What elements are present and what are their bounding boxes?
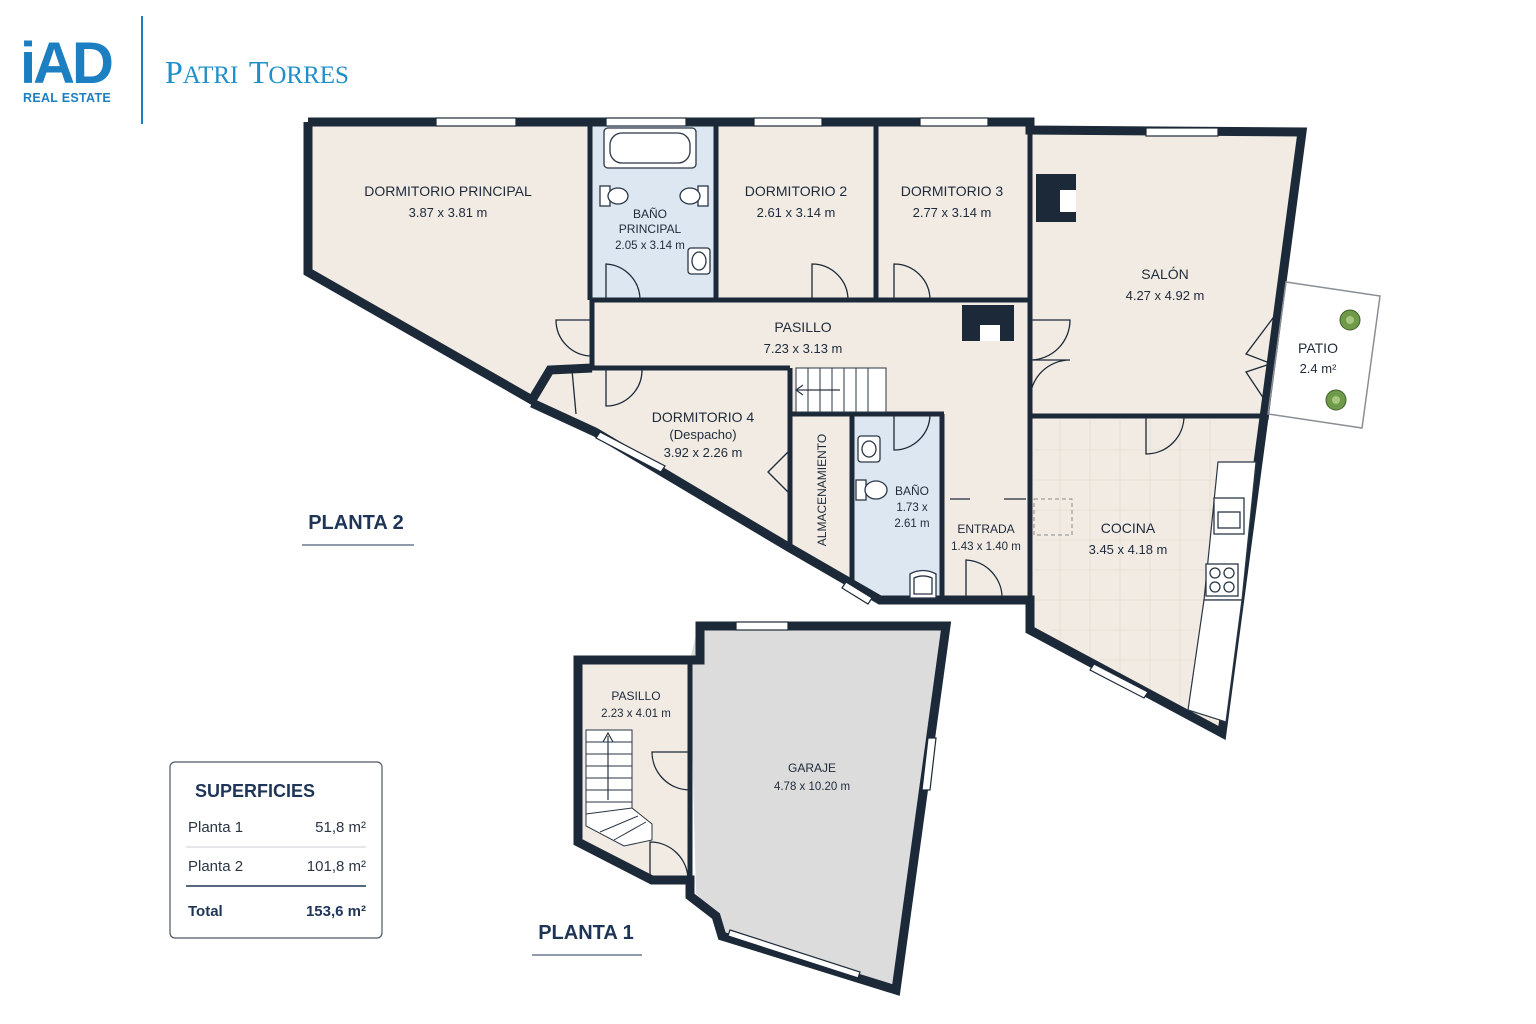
room-name-patio: PATIO: [1298, 340, 1338, 356]
surfaces-table-box: [169, 761, 383, 939]
chimney-pasillo-inner: [980, 325, 1000, 341]
plant-icon: [1325, 309, 1361, 411]
room-dims-patio: 2.4 m²: [1300, 361, 1338, 376]
doors-planta-1: [649, 751, 691, 881]
planta-2: DORMITORIO PRINCIPAL 3.87 x 3.81 m BAÑO …: [302, 117, 1381, 741]
stairs-planta-2: [794, 367, 887, 413]
planta-1: PASILLO 2.23 x 4.01 m GARAJE 4.78 x 10.2…: [532, 621, 952, 996]
floor-dormitorio-principal: [308, 122, 592, 400]
room-name-almacenamiento: ALMACENAMIENTO: [815, 434, 829, 546]
room-name-garaje: GARAJE: [788, 761, 836, 775]
logo-text: iAD: [20, 31, 112, 96]
floor-dormitorio-4: [532, 370, 790, 545]
room-name-bano-principal-1: BAÑO: [633, 207, 667, 221]
doors: [555, 263, 1277, 601]
room-name-entrada: ENTRADA: [957, 522, 1014, 536]
room-name-dormitorio-3: DORMITORIO 3: [901, 183, 1004, 199]
windows-planta-1: [727, 621, 937, 979]
room-dims-entrada: 1.43 x 1.40 m: [951, 541, 1021, 553]
room-name-dormitorio-4: DORMITORIO 4: [652, 409, 755, 425]
agent-last-initial: T: [249, 54, 269, 90]
room-dims-salon: 4.27 x 4.92 m: [1126, 288, 1205, 303]
patio-outline: [1267, 281, 1381, 429]
kitchen-counter: [1187, 461, 1257, 723]
room-dims-dormitorio-2: 2.61 x 3.14 m: [757, 205, 836, 220]
room-dims-pasillo-2: 7.23 x 3.13 m: [764, 341, 843, 356]
floor-pasillo: [592, 300, 1030, 600]
room-name-pasillo-1: PASILLO: [611, 689, 660, 703]
floor-salon: [1030, 130, 1300, 416]
surfaces-title: SUPERFICIES: [195, 781, 315, 801]
floor-garaje: [690, 626, 946, 988]
surfaces-table: SUPERFICIES Planta 1 51,8 m² Planta 2 10…: [169, 761, 383, 939]
room-dims-pasillo-1: 2.23 x 4.01 m: [601, 708, 671, 720]
room-dims-dormitorio-principal: 3.87 x 3.81 m: [409, 205, 488, 220]
sink-icon: [687, 247, 937, 599]
bathtub-icon: [603, 127, 697, 169]
room-name-cocina: COCINA: [1101, 520, 1156, 536]
svg-text:Patri Torres: Patri Torres: [165, 54, 349, 90]
logo-subtitle: REAL ESTATE: [23, 91, 111, 105]
exterior-wall-left: [303, 122, 593, 407]
room-name-dormitorio-2: DORMITORIO 2: [745, 183, 848, 199]
room-dims-cocina: 3.45 x 4.18 m: [1089, 542, 1168, 557]
exterior-wall-planta-1: [573, 621, 952, 996]
room-dims-bano-1: 1.73 x: [896, 502, 928, 514]
surfaces-total-value: 153,6 m²: [306, 903, 366, 920]
room-name-bano: BAÑO: [895, 484, 929, 498]
room-dims-bano-2: 2.61 m: [894, 518, 929, 530]
planta-1-label: PLANTA 1: [538, 922, 634, 944]
room-dims-garaje: 4.78 x 10.20 m: [774, 781, 850, 793]
room-name-bano-principal-2: PRINCIPAL: [619, 222, 682, 236]
chimney-salon-inner: [1060, 190, 1076, 212]
room-name-pasillo-2: PASILLO: [774, 319, 831, 335]
agent-first-rest: atri: [183, 62, 239, 89]
planta-2-label: PLANTA 2: [308, 512, 404, 534]
toilet-icon: [599, 185, 709, 207]
agent-name: Patri Torres: [165, 54, 349, 90]
room-sub-dormitorio-4: (Despacho): [669, 427, 736, 442]
room-dims-bano-principal: 2.05 x 3.14 m: [615, 240, 685, 252]
agent-last-rest: orres: [268, 62, 349, 89]
room-name-dormitorio-principal: DORMITORIO PRINCIPAL: [364, 183, 532, 199]
room-dims-dormitorio-3: 2.77 x 3.14 m: [913, 205, 992, 220]
floor-dormitorio-3: [874, 122, 1030, 300]
surfaces-row-1-value: 51,8 m²: [315, 819, 366, 836]
surfaces-row-2-value: 101,8 m²: [307, 858, 366, 875]
agent-first-initial: P: [165, 54, 183, 90]
floor-almacenamiento: [790, 414, 852, 582]
stairs-planta-1: [585, 729, 653, 847]
room-dims-dormitorio-4: 3.92 x 2.26 m: [664, 445, 743, 460]
surfaces-total-label: Total: [188, 903, 223, 920]
surfaces-row-2-label: Planta 2: [188, 858, 243, 875]
iad-logo: iAD REAL ESTATE: [20, 31, 115, 105]
floor-dormitorio-2: [714, 122, 874, 300]
room-name-salon: SALÓN: [1141, 266, 1188, 282]
surfaces-row-1-label: Planta 1: [188, 819, 243, 836]
